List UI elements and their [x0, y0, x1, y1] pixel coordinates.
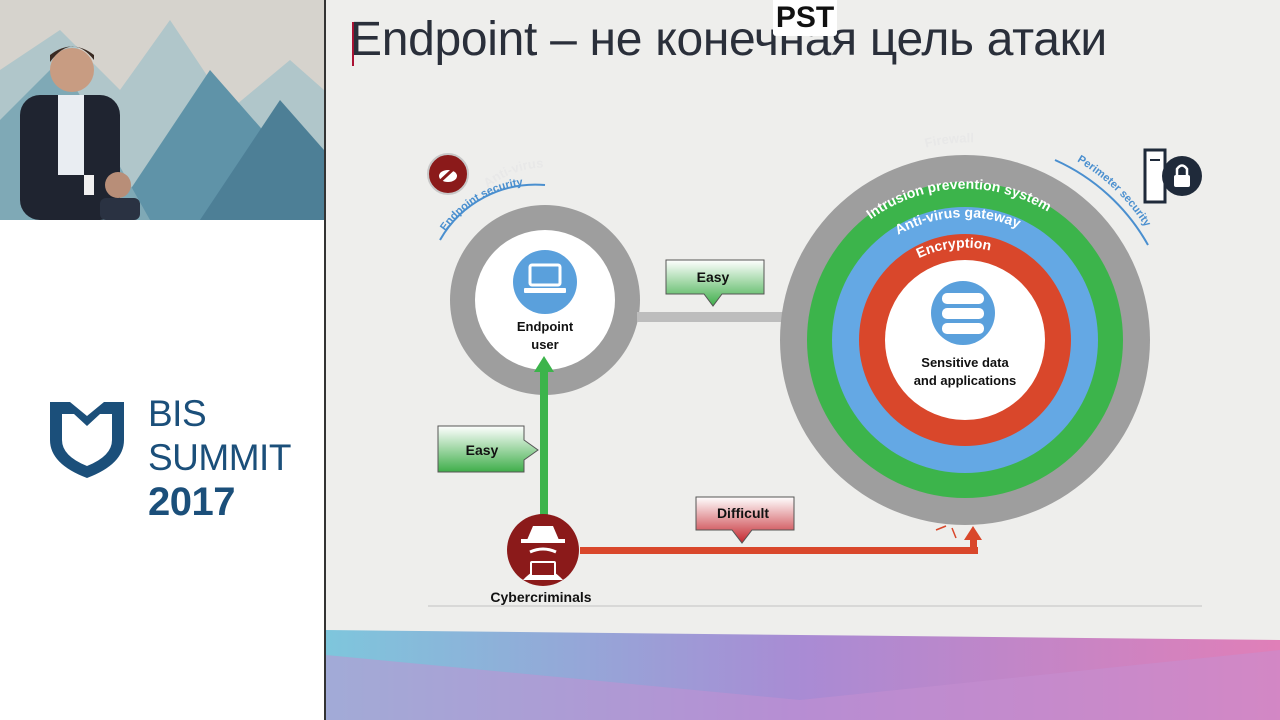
footer-band-accent [326, 650, 1280, 720]
core-label-line2: and applications [914, 373, 1017, 388]
easy-top-label: Easy [697, 269, 730, 285]
speaker-video-image [0, 0, 324, 220]
easy-left-callout: Easy [437, 425, 539, 473]
endpoint-label-line2: user [531, 337, 558, 352]
shield-logo-icon [50, 402, 124, 478]
easy-top-callout: Easy [665, 259, 765, 307]
database-icon [931, 281, 995, 345]
brand-year: 2017 [148, 480, 235, 524]
endpoint-to-data-arrow [637, 312, 867, 322]
attack-diagram: Endpoint security Anti-virus Endpoint us… [326, 130, 1280, 720]
attacker-to-endpoint-arrow [540, 370, 548, 520]
firewall-label: Firewall [923, 130, 974, 150]
no-bug-icon [427, 153, 469, 195]
easy-left-label: Easy [466, 442, 499, 458]
hacker-icon [507, 514, 579, 586]
title-cursor [352, 22, 354, 66]
brand-text: BIS SUMMIT 2017 [148, 392, 291, 524]
attacker-to-perimeter-arrow [580, 547, 978, 554]
divider [324, 0, 326, 720]
speaker-video [0, 0, 324, 220]
attacker-to-perimeter-arrowhead [964, 526, 982, 540]
branding-panel [0, 222, 324, 720]
perimeter-security-arc [1054, 159, 1149, 246]
slide: Endpoint – не конечная цель атаки [326, 0, 1280, 720]
slide-title: Endpoint – не конечная цель атаки [350, 13, 1107, 66]
endpoint-label-line1: Endpoint [517, 319, 574, 334]
attacker-to-endpoint-arrowhead [534, 356, 554, 372]
brand-line-bis: BIS [148, 393, 207, 434]
brand-line-summit: SUMMIT [148, 437, 291, 478]
attacker-label: Cybercriminals [490, 589, 591, 605]
pst-watermark: PST [773, 0, 837, 36]
server-lock-icon [1143, 148, 1202, 204]
laptop-icon [513, 250, 577, 314]
attacker-to-perimeter-arrow-up [970, 538, 977, 554]
deflect-marks [935, 525, 957, 539]
difficult-callout: Difficult [695, 496, 795, 544]
endpoint-security-arc [439, 183, 546, 241]
core-label-line1: Sensitive data [921, 355, 1009, 370]
difficult-label: Difficult [717, 505, 769, 521]
